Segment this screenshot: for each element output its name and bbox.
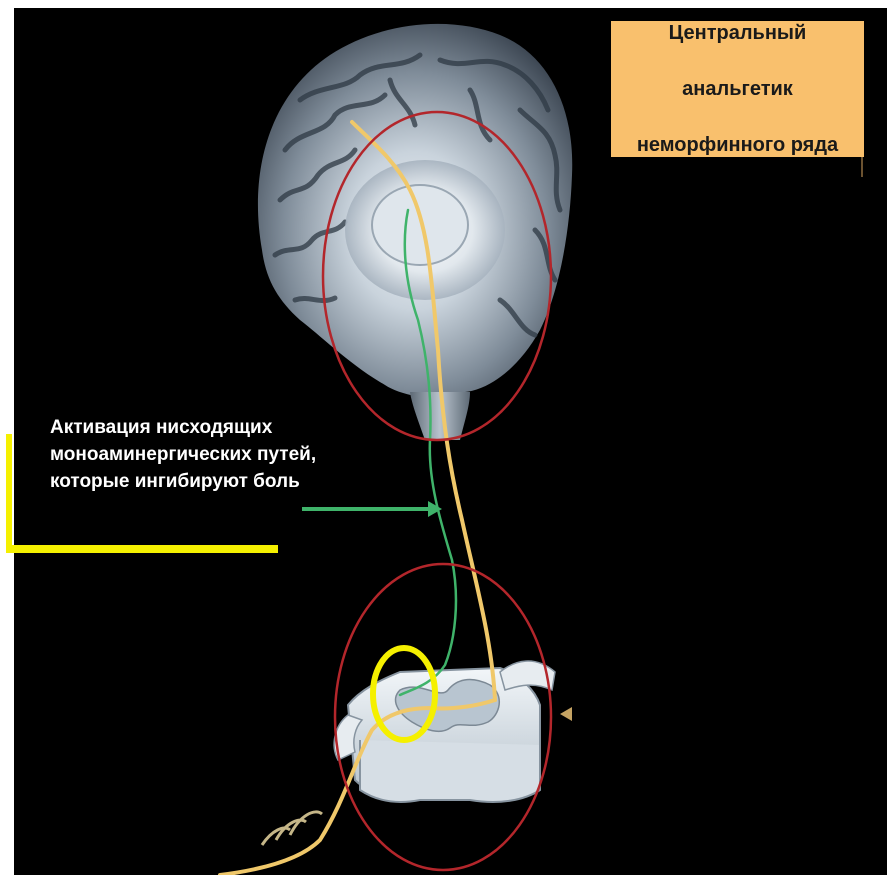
title-line: неморфинного ряда [637,131,838,159]
title-box-tick [861,157,863,177]
caption-line: Активация нисходящих [50,414,380,441]
spinal-cord-side [360,740,540,802]
thalamus [372,185,468,265]
green-arrow [302,501,442,517]
caption-line: которые ингибируют боль [50,468,380,495]
title-line: анальгетик [637,75,838,103]
right-marker-triangle [560,707,572,721]
title-line: Центральный [637,19,838,47]
nerve-signal-waves [262,812,322,845]
caption-line: моноаминергических путей, [50,441,380,468]
title-text: Центральный анальгетик неморфинного ряда [637,0,838,187]
caption: Активация нисходящих моноаминергических … [50,414,380,495]
title-box: Центральный анальгетик неморфинного ряда [611,21,864,157]
